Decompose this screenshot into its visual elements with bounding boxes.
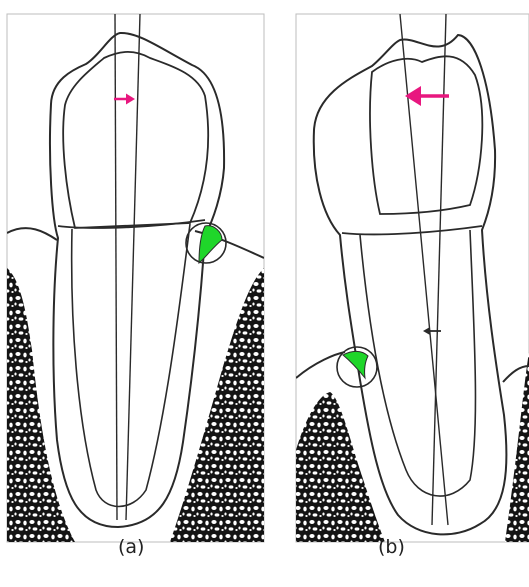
panel-b-caption: (b) [378, 536, 405, 558]
panel-a-caption: (a) [118, 536, 144, 558]
panel-b [296, 14, 529, 542]
panel-a [7, 14, 264, 542]
